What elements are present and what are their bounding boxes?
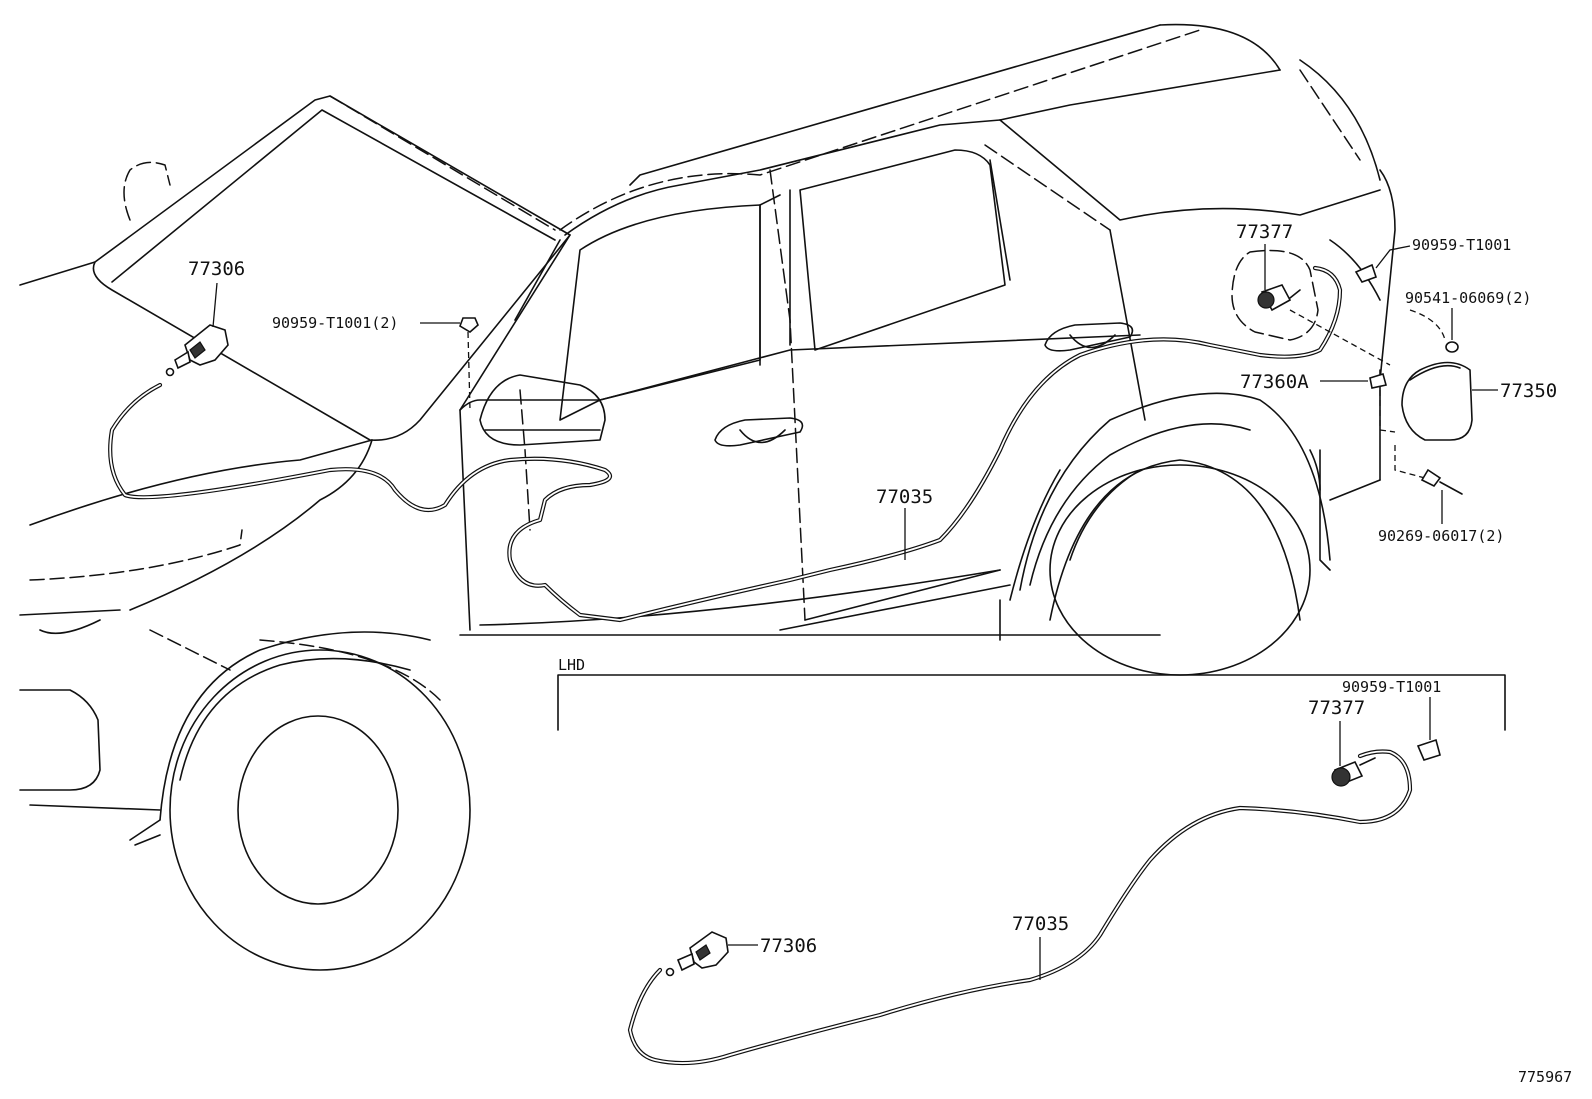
label-screw: 90269-06017(2) [1378,527,1504,545]
cable-77035-lhd [627,749,1413,1066]
clip-90959-lhd [1416,697,1441,761]
label-cable-upper: 77035 [876,486,933,508]
label-opener-lever-lhd: 77306 [760,935,817,957]
label-spring: 77360A [1240,371,1309,393]
label-lhd: LHD [558,656,585,674]
opener-lever-77306-lhd [665,931,758,977]
label-lock-upper: 77377 [1236,221,1293,243]
label-clip-rear: 90959-T1001 [1412,236,1511,254]
nut-90541 [1409,308,1459,353]
clip-90959-front [459,317,479,411]
figure-number: 775967 [1518,1068,1572,1086]
fuel-filler-recess [1231,249,1391,366]
vehicle-body-outline [19,23,1396,971]
lhd-section-frame [557,674,1506,731]
fuel-lid-77350 [1401,361,1498,441]
label-clip-front: 90959-T1001(2) [272,314,398,332]
screw-90269 [1394,445,1463,524]
cable-77035-upper [108,265,1343,623]
label-cable-lhd: 77035 [1012,913,1069,935]
label-clip-lhd: 90959-T1001 [1342,678,1441,696]
spring-77360A [1320,372,1396,433]
clip-90959-rear [1354,245,1411,283]
lock-77377-lhd [1331,721,1376,787]
opener-lever-77306-upper [165,324,229,377]
label-nut: 90541-06069(2) [1405,289,1531,307]
label-opener-lever-upper: 77306 [188,258,245,280]
label-fuel-lid: 77350 [1500,380,1557,402]
label-lock-lhd: 77377 [1308,697,1365,719]
